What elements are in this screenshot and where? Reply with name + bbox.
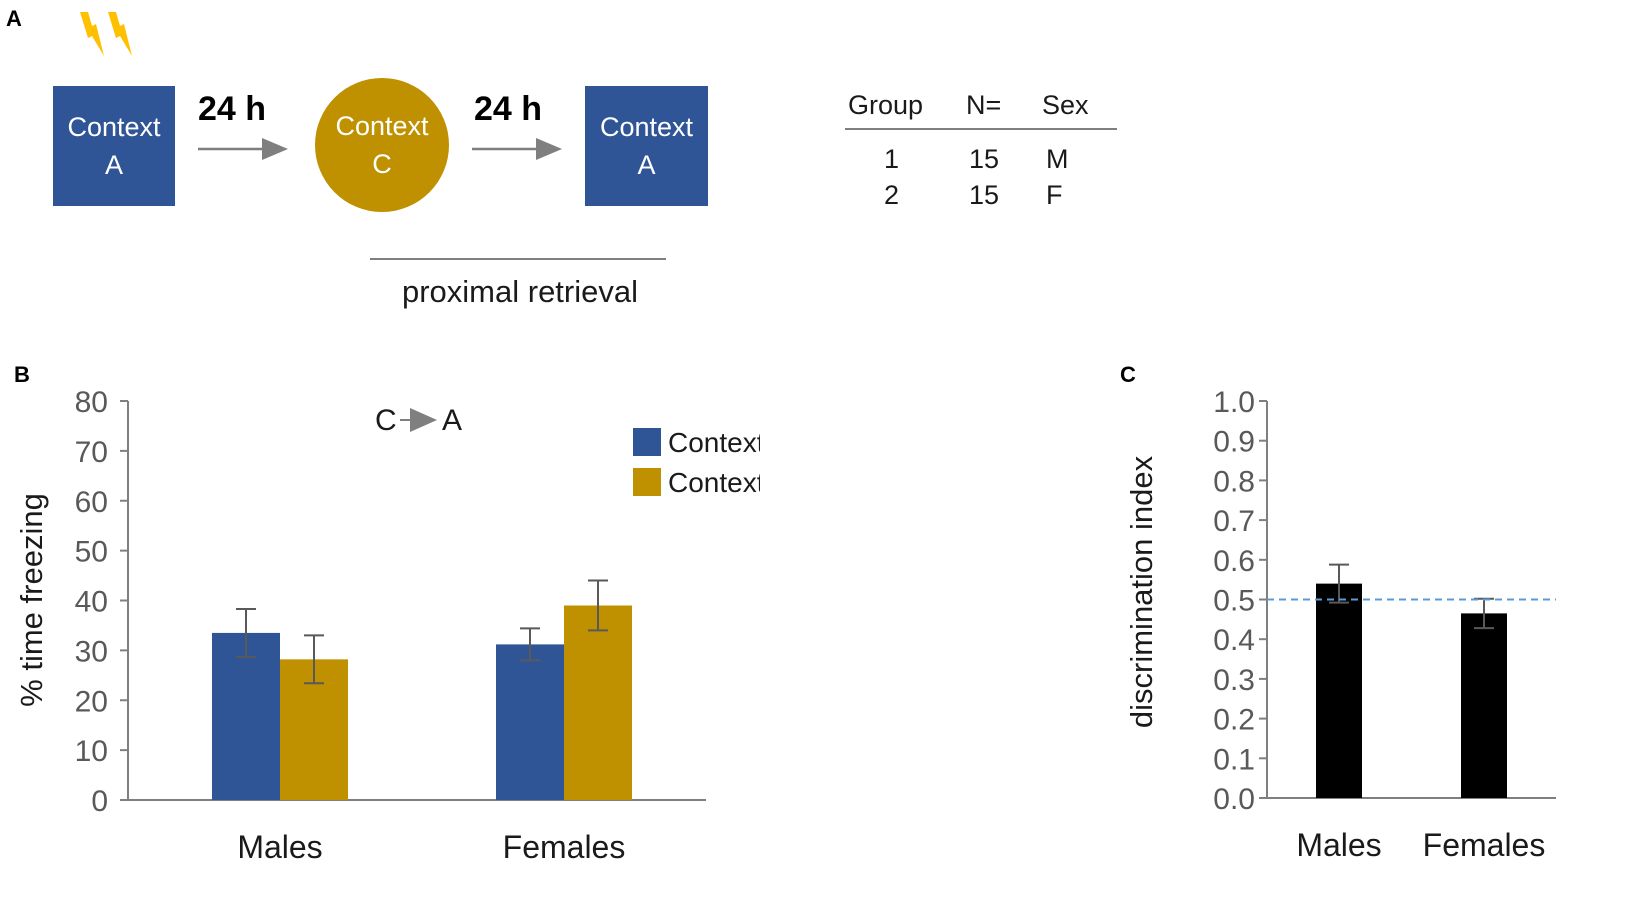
y-tick-label: 0.9 [1213,426,1255,459]
table-cell: 15 [969,144,1000,174]
y-tick-label: 60 [75,486,108,519]
legend-swatch [633,428,661,456]
context-circle-line1: Context [335,111,429,141]
context-circle-line2: C [372,149,392,179]
table-header-sex: Sex [1042,90,1089,120]
table-divider [845,128,1117,130]
table-cell: F [1046,180,1063,210]
y-axis-label: discrimination index [1124,455,1159,728]
context-box-line2: A [104,150,123,180]
panel-label-b: B [14,362,30,387]
discrimination-chart: 0.0 0.1 0.2 0.3 0.4 0.5 0.6 0.7 0.8 0.9 1.0 discrim… [1124,386,1556,863]
context-box-line1: Context [67,112,161,142]
annotation-to: A [442,404,462,437]
context-c-circle: Context C [315,78,449,212]
context-box-line2: A [637,150,656,180]
bar [564,605,632,800]
legend-label: Context A [668,427,760,458]
arrow-right-icon [198,138,288,160]
bar [212,632,280,800]
table-cell: 1 [884,144,900,174]
y-tick-label: 50 [75,536,108,569]
delay-label-1: 24 h [198,90,267,128]
bar [1461,613,1507,798]
annotation-arrow-head [410,408,437,432]
y-tick-label: 20 [75,685,108,718]
table-header-n: N= [966,90,1002,120]
legend-swatch [633,468,661,496]
y-tick-label: 70 [75,436,108,469]
y-tick-label: 80 [75,386,108,419]
x-tick-label: Males [237,829,322,865]
table-cell: M [1046,144,1069,174]
y-tick-label: 0.6 [1213,545,1255,578]
y-tick-label: 0.1 [1213,743,1255,776]
panel-label-c: C [1120,362,1136,387]
y-tick-label: 0.3 [1213,664,1255,697]
y-tick-label: 0.4 [1213,624,1255,657]
x-tick-label: Males [1296,827,1381,863]
y-tick-label: 30 [75,635,108,668]
y-tick-label: 0.0 [1213,783,1255,816]
context-a-box-2: Context A [585,86,708,206]
y-tick-label: 10 [75,735,108,768]
y-tick-label: 0.5 [1213,585,1255,618]
legend-label: Context C [668,467,760,498]
table-cell: 15 [969,180,1000,210]
y-tick-label: 0.2 [1213,704,1255,737]
bracket-line [370,258,666,260]
bracket-label: proximal retrieval [401,274,638,309]
bar [1316,583,1362,798]
bar [496,644,564,800]
x-tick-label: Females [1423,827,1546,863]
table-header-group: Group [848,90,924,120]
panel-label-a: A [6,6,22,31]
table-cell: 2 [884,180,900,210]
y-tick-label: 40 [75,586,108,619]
arrow-right-icon [472,138,562,160]
y-tick-label: 0.8 [1213,465,1255,498]
context-a-box-1: Context A [53,86,175,206]
annotation-from: C [375,404,397,437]
y-tick-label: 0.7 [1213,505,1255,538]
x-tick-label: Females [503,829,626,865]
context-box-line1: Context [599,112,694,142]
y-tick-label: 1.0 [1213,386,1255,419]
lightning-bolt-icon [80,12,132,56]
delay-label-2: 24 h [474,90,543,128]
y-tick-label: 0 [91,785,108,818]
y-axis-label: % time freezing [14,493,49,707]
